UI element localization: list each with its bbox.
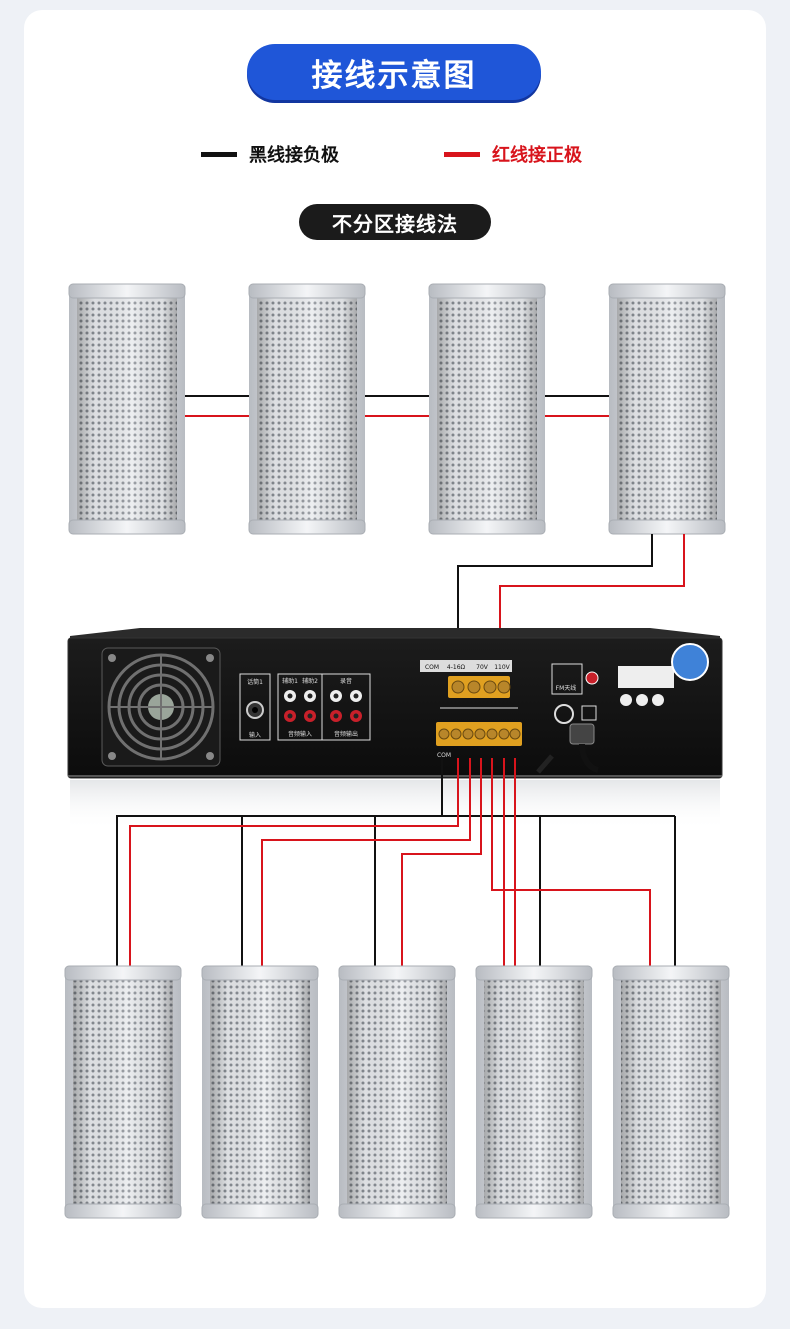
amplifier: 话筒1 输入 辅助1 辅助2 录音 音频输入 音频输出 COM (67, 628, 723, 830)
speaker-bottom-1 (64, 965, 182, 1219)
legend-red: 红线接正极 (444, 141, 582, 167)
output-terminal-lower: COM (436, 722, 522, 759)
label-110v: 110V (494, 664, 510, 671)
label-fm: FM天线 (556, 684, 577, 692)
label-mic1: 话筒1 (247, 678, 263, 686)
speaker-top-4 (608, 283, 726, 535)
speaker-bottom-3 (338, 965, 456, 1219)
mic-input-panel: 话筒1 输入 (239, 673, 271, 741)
speaker-bottom-2 (201, 965, 319, 1219)
label-input: 输入 (249, 731, 261, 739)
label-ohm: 4-16Ω (447, 664, 466, 671)
red-wire-swatch (444, 151, 480, 157)
fm-antenna-port: FM天线 (551, 663, 599, 695)
speaker-bottom-5 (612, 965, 730, 1219)
label-com-lower: COM (437, 752, 451, 759)
label-aux2: 辅助2 (302, 677, 318, 685)
output-terminal-upper: COM 4-16Ω 70V 110V (420, 660, 518, 709)
legend-black: 黑线接负极 (201, 141, 339, 167)
bottom-parallel-wires (116, 758, 676, 968)
label-audio-in: 音频输入 (288, 730, 312, 738)
section-subtitle: 不分区接线法 (299, 204, 491, 240)
power-cable (536, 723, 599, 774)
legend-black-label: 黑线接负极 (249, 145, 339, 166)
speaker-top-2 (248, 283, 366, 535)
label-rec: 录音 (340, 677, 352, 685)
cert-marks (554, 643, 709, 724)
black-wire-swatch (201, 151, 237, 157)
speaker-top-3 (428, 283, 546, 535)
label-70v: 70V (476, 664, 489, 671)
speaker-bottom-4 (475, 965, 593, 1219)
label-com: COM (425, 664, 439, 671)
legend-red-label: 红线接正极 (492, 145, 582, 166)
speaker-top-1 (68, 283, 186, 535)
cooling-fan-icon (101, 647, 221, 767)
label-aux1: 辅助1 (282, 677, 298, 685)
label-audio-out: 音频输出 (334, 730, 358, 738)
page-title: 接线示意图 (247, 44, 541, 100)
top-series-wires (185, 395, 609, 417)
rca-panel: 辅助1 辅助2 录音 音频输入 音频输出 (277, 673, 371, 741)
